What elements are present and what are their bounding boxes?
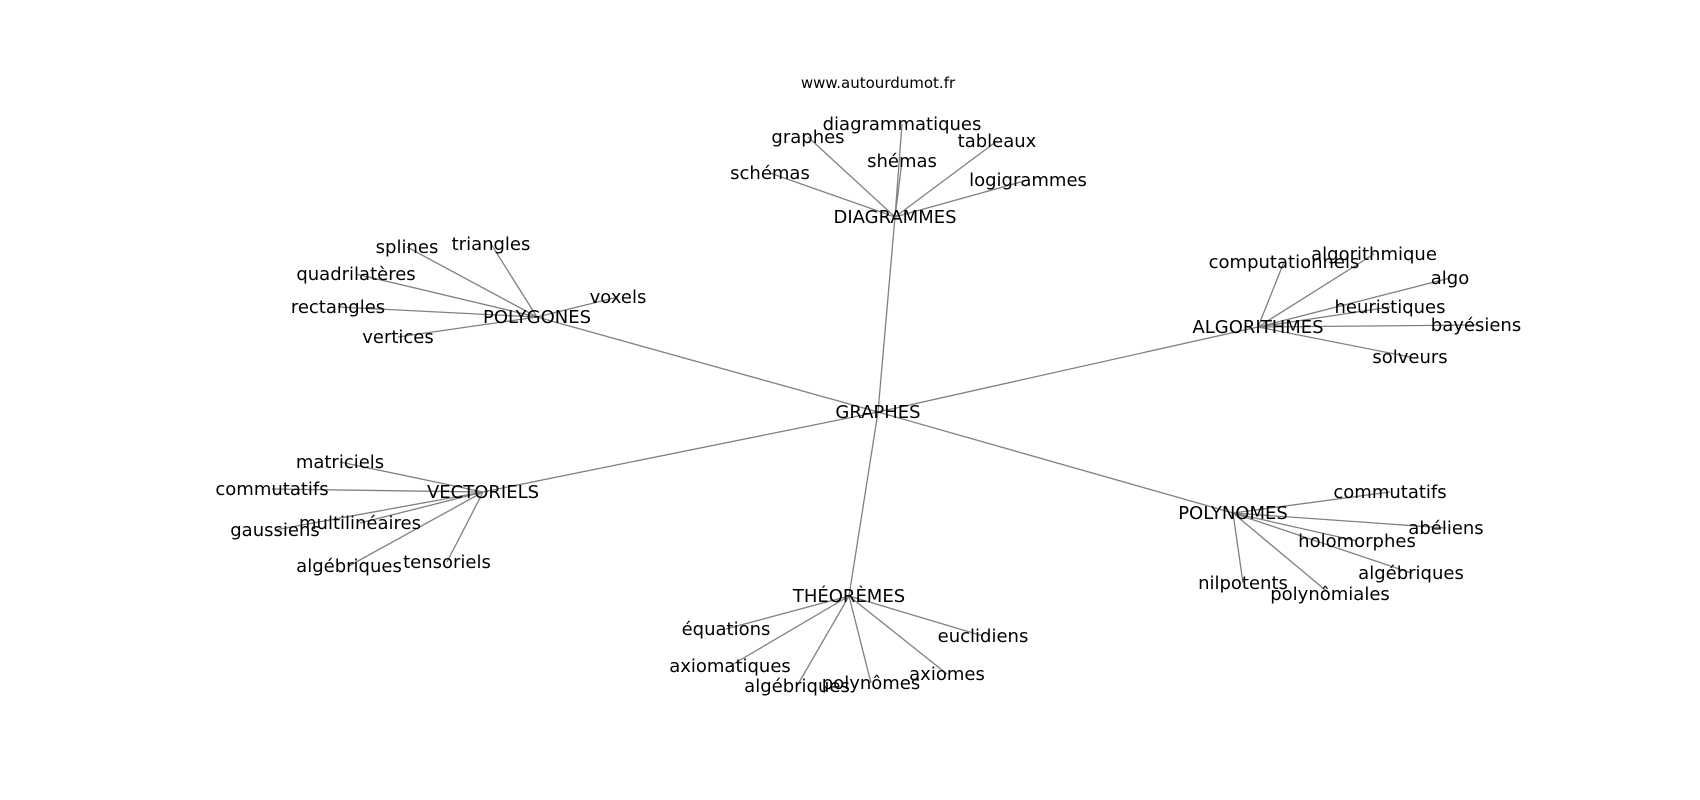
hub-to-leaf-edge [274,491,484,531]
leaf-node: euclidiens [938,626,1029,647]
hub-to-leaf-edge [1232,512,1447,529]
center-node: GRAPHES [835,402,920,423]
leaf-node: rectangles [291,297,385,318]
hub-to-leaf-edge [406,246,538,318]
hub-to-leaf-edge [1257,253,1375,328]
hub-to-leaf-edge [397,316,538,338]
hub-node: THÉORÈMES [792,585,905,607]
leaf-node: polynômes [822,673,921,694]
leaf-node: shémas [867,151,937,172]
hub-to-leaf-edge [355,273,538,318]
leaf-node: computationnels [1209,252,1360,273]
leaf-node: schémas [730,163,810,184]
leaf-node: matriciels [296,452,384,473]
leaf-node: holomorphes [1298,531,1416,552]
leaf-node: commutatifs [1333,482,1446,503]
hub-node: POLYGONES [483,307,591,328]
leaf-node: splines [376,237,439,258]
center-to-hub-edge [877,326,1259,413]
leaf-node: voxels [590,287,647,308]
hub-node: ALGORITHMES [1192,317,1323,338]
leaf-node: bayésiens [1431,315,1521,336]
leaf-node: équations [682,619,771,640]
center-to-hub-edge [877,411,1234,514]
hub-to-leaf-edge [339,461,484,493]
hub-to-leaf-edge [807,136,896,218]
hub-to-leaf-edge [446,491,484,563]
leaf-node: multilinéaires [299,513,421,534]
leaf-node: triangles [452,234,531,255]
leaf-node: algo [1431,268,1469,289]
leaf-node: tensoriels [403,552,491,573]
source-url: www.autourdumot.fr [801,74,956,92]
hub-to-leaf-edge [848,595,872,684]
hub-to-leaf-edge [1257,306,1391,328]
center-to-hub-edge [536,316,879,413]
leaf-node: heuristiques [1334,297,1445,318]
leaf-node: algorithmique [1311,244,1437,265]
hub-to-leaf-edge [1232,512,1244,584]
hub-node: VECTORIELS [427,482,539,503]
center-to-hub-edge [877,216,896,413]
center-to-hub-edge [482,411,879,493]
leaf-node: quadrilatères [296,264,415,285]
hub-node: POLYNOMES [1178,503,1288,524]
leaf-node: algébriques [296,556,402,577]
hub-to-leaf-edge [848,595,948,675]
leaf-node: tableaux [958,131,1037,152]
hub-to-leaf-edge [894,140,998,218]
hub-to-leaf-edge [1257,277,1451,328]
leaf-node: gaussiens [230,520,319,541]
hub-to-leaf-edge [729,595,850,667]
hub-to-leaf-edge [1232,512,1331,595]
graph-edges [271,123,1477,687]
leaf-node: graphes [771,127,844,148]
leaf-node: vertices [362,327,434,348]
hub-to-leaf-edge [1257,261,1285,328]
center-to-hub-edge [848,411,879,597]
hub-to-leaf-edge [348,491,484,567]
hub-to-leaf-edge [848,595,984,637]
hub-to-leaf-edge [894,123,903,218]
leaf-node: nilpotents [1198,573,1288,594]
hub-node: DIAGRAMMES [833,207,956,228]
hub-to-leaf-edge [796,595,850,687]
leaf-node: solveurs [1372,347,1447,368]
hub-to-leaf-edge [1232,512,1358,542]
hub-to-leaf-edge [359,491,484,524]
hub-to-leaf-edge [1232,512,1412,574]
hub-to-leaf-edge [1257,326,1411,358]
hub-to-leaf-edge [337,306,538,318]
hub-to-leaf-edge [1232,491,1391,514]
hub-to-leaf-edge [1257,324,1477,328]
hub-to-leaf-edge [725,595,850,630]
leaf-node: commutatifs [215,479,328,500]
leaf-node: logigrammes [969,170,1087,191]
leaf-node: diagrammatiques [823,114,982,135]
leaf-node: algébriques [744,676,850,697]
leaf-node: polynômiales [1270,584,1390,605]
hub-to-leaf-edge [894,179,1029,218]
hub-to-leaf-edge [894,160,903,218]
hub-to-leaf-edge [769,172,896,218]
leaf-node: algébriques [1358,563,1464,584]
hub-to-leaf-edge [536,296,619,318]
leaf-node: abéliens [1408,518,1483,539]
leaf-node: axiomatiques [669,656,791,677]
hub-to-leaf-edge [490,243,538,318]
hub-to-leaf-edge [271,488,484,493]
leaf-node: axiomes [909,664,985,685]
